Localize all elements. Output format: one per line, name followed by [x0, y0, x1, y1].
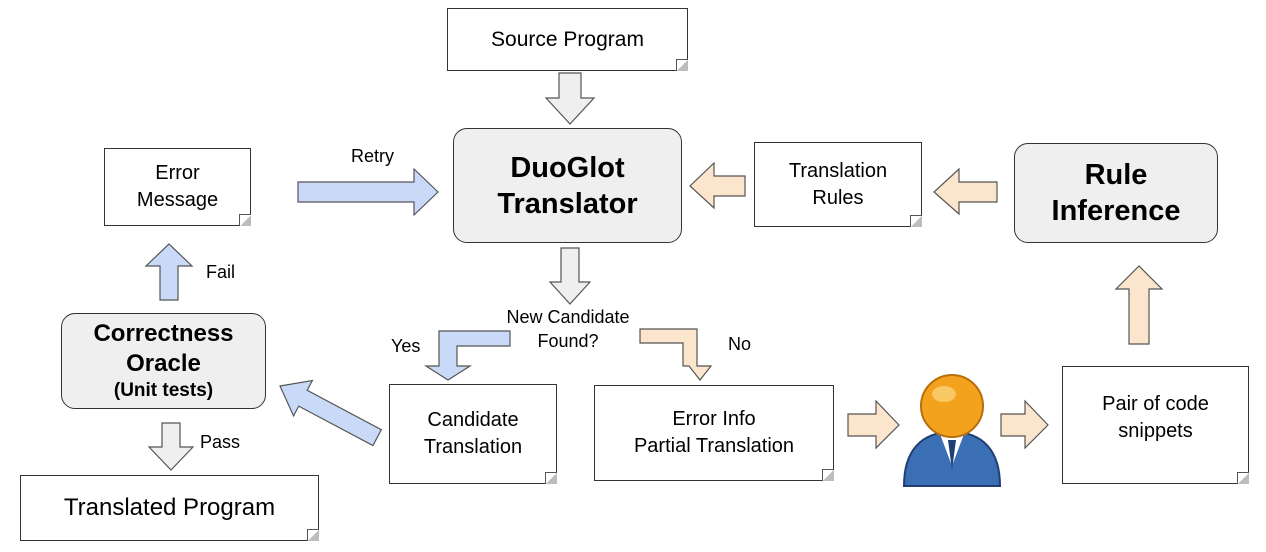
error-message-line-1: Error: [155, 162, 200, 184]
arrow-no: [639, 328, 713, 381]
yes-label: Yes: [391, 336, 421, 356]
error-message-line-2: Message: [136, 189, 219, 211]
arrow-candidate-to-oracle-shape: [279, 379, 383, 447]
arrow-inference-to-rules: [933, 167, 998, 216]
arrow-fail: [144, 243, 194, 301]
arrow-rules-to-translator: [689, 161, 746, 210]
rules-line-1: Translation: [788, 159, 888, 182]
user-avatar-icon: [902, 374, 1002, 487]
source-program-label: Source Program: [491, 27, 644, 51]
translator-line-1: DuoGlot: [510, 151, 625, 184]
correctness-oracle-node: Correctness Oracle (Unit tests): [61, 313, 266, 409]
duoglot-translator-node: DuoGlot Translator: [453, 128, 682, 243]
inference-line-1: Rule: [1084, 159, 1148, 191]
translated-program-node: Translated Program: [20, 475, 319, 541]
decision-label: New Candidate Found?: [488, 305, 648, 353]
error-info-line-1: Error Info: [672, 408, 756, 430]
arrow-source-to-translator: [544, 72, 596, 125]
candidate-translation-node: Candidate Translation: [389, 384, 557, 484]
translated-program-label: Translated Program: [63, 494, 276, 521]
arrow-translator-to-decision: [548, 247, 592, 305]
rule-inference-node: Rule Inference: [1014, 143, 1218, 243]
candidate-line-1: Candidate: [427, 409, 519, 431]
error-message-node: Error Message: [104, 148, 251, 226]
oracle-line-2: Oracle: [126, 350, 201, 377]
fail-label: Fail: [206, 262, 236, 282]
error-info-node: Error Info Partial Translation: [594, 385, 834, 481]
arrow-pass: [147, 422, 195, 471]
decision-line-1: New Candidate: [506, 307, 630, 327]
translation-rules-node: Translation Rules: [754, 142, 922, 227]
source-program-node: Source Program: [447, 8, 688, 71]
inference-line-2: Inference: [1051, 195, 1181, 227]
pass-label: Pass: [200, 432, 241, 452]
oracle-line-3: (Unit tests): [113, 380, 214, 401]
candidate-line-2: Translation: [423, 436, 523, 458]
error-info-line-2: Partial Translation: [633, 435, 795, 457]
pair-of-code-node: Pair of code snippets: [1062, 366, 1249, 484]
arrow-errorinfo-to-user: [847, 399, 900, 450]
pair-line-1: Pair of code: [1102, 393, 1209, 415]
arrow-yes: [423, 330, 511, 381]
oracle-line-1: Correctness: [93, 320, 234, 347]
arrow-user-to-pair: [1000, 399, 1049, 450]
arrow-pair-to-inference: [1114, 265, 1164, 345]
no-label: No: [728, 334, 752, 354]
arrow-retry: [297, 167, 439, 217]
pair-line-2: snippets: [1118, 420, 1193, 442]
translator-line-2: Translator: [497, 187, 638, 220]
decision-line-2: Found?: [537, 331, 599, 351]
rules-line-2: Rules: [812, 186, 864, 209]
retry-label: Retry: [351, 146, 395, 166]
